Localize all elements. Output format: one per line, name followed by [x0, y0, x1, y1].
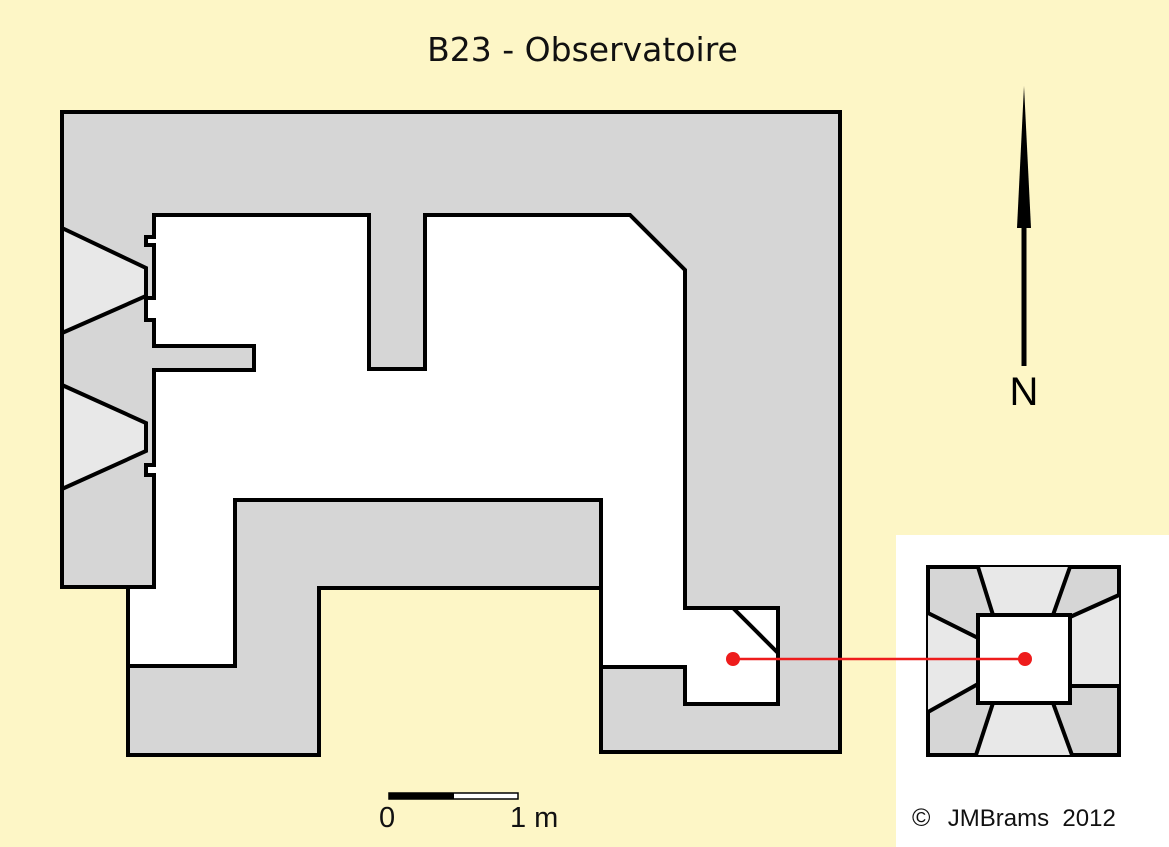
periscope-sight-north: [978, 567, 1070, 615]
copyright-text: JMBrams 2012: [934, 805, 1116, 832]
bunker-interior-rooms: [126, 213, 780, 706]
north-arrow-icon: [1017, 86, 1031, 366]
periscope-sight-west: [928, 613, 978, 712]
copyright-icon: ©: [912, 804, 931, 832]
periscope-sight-south: [976, 703, 1072, 755]
periscope-detail: [926, 565, 1121, 757]
scale-end-label: 1 m: [510, 802, 559, 834]
marker-dot-plan: [726, 652, 740, 666]
marker-dot-detail: [1018, 652, 1032, 666]
room-chamfer-line: [731, 606, 780, 655]
copyright-notice: © JMBrams 2012: [912, 804, 1116, 833]
periscope-sight-east: [1070, 595, 1119, 686]
embrasure-south: [60, 381, 148, 493]
scale-start-label: 0: [379, 802, 396, 834]
diagram-title: B23 - Observatoire: [427, 30, 738, 69]
north-label: N: [1009, 370, 1039, 414]
embrasure-north: [60, 224, 148, 337]
scale-bar: [388, 792, 519, 800]
